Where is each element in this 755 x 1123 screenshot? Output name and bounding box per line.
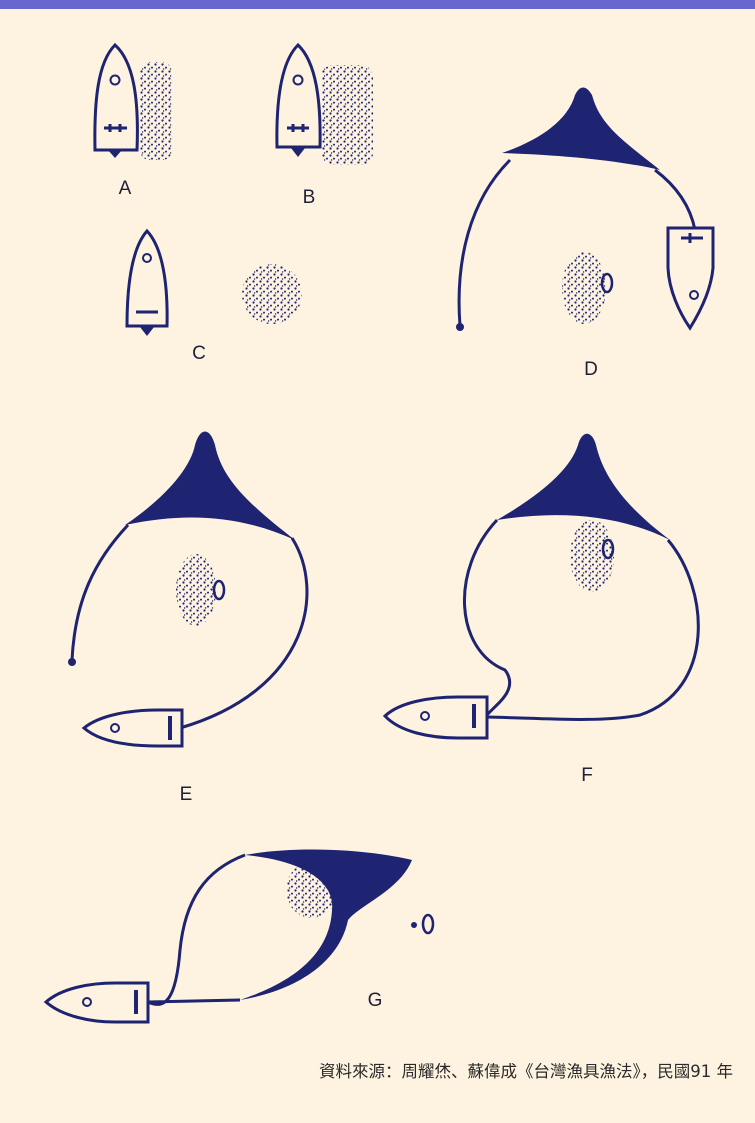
panel-label-g: G (360, 990, 390, 1012)
fish-school-e (176, 554, 216, 626)
boat-b (277, 45, 320, 147)
boat-a-skiff (108, 150, 122, 158)
source-caption: 資料來源：周耀烋、蘇偉成《台灣漁具漁法》，民國91 年 (319, 1058, 733, 1082)
panel-label-a: A (110, 178, 140, 200)
net-bag-e (125, 432, 295, 541)
panel-b-drawing (277, 45, 373, 165)
boat-c-skiff (140, 327, 154, 336)
panel-label-d: D (576, 359, 606, 381)
fish-school-c (242, 264, 302, 324)
panel-label-b: B (294, 187, 324, 209)
boat-b-skiff (291, 148, 305, 157)
fish-school-d (562, 252, 606, 324)
skiff-g (423, 915, 433, 933)
boat-g (46, 983, 148, 1022)
net-line-g (148, 855, 245, 1004)
fish-school-a (140, 62, 172, 160)
boat-e (84, 710, 182, 746)
skiff-g-float (411, 922, 417, 928)
fish-school-f (570, 520, 614, 592)
panel-label-e: E (171, 784, 201, 806)
panel-e-drawing (68, 432, 307, 747)
panel-d-drawing (456, 88, 713, 332)
net-bag-d (502, 88, 660, 171)
panel-label-f: F (572, 765, 602, 787)
net-line-e (72, 525, 307, 728)
fish-school-b (321, 65, 373, 165)
net-buoy-d (456, 323, 464, 331)
boat-a (95, 45, 138, 150)
fish-school-g (286, 862, 338, 918)
panel-f-drawing (385, 434, 698, 738)
panel-a-drawing (95, 45, 172, 160)
panel-label-c: C (184, 343, 214, 365)
boat-f (385, 697, 487, 738)
panel-c-drawing (127, 231, 302, 336)
net-buoy-e (68, 658, 76, 666)
